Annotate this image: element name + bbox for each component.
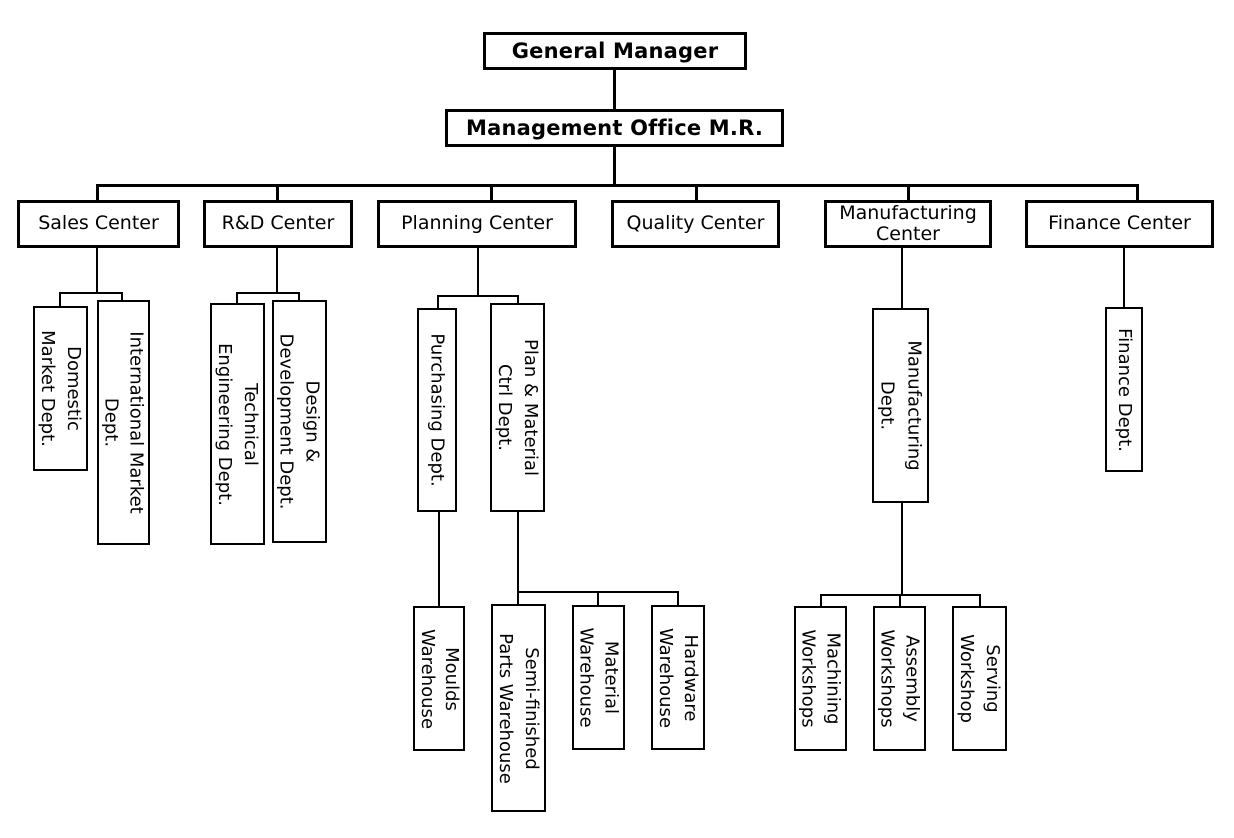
connector-sales-to-domestic bbox=[59, 292, 61, 307]
node-machining-workshops-label: Machining Workshops bbox=[798, 629, 845, 728]
node-rd-center-label: R&D Center bbox=[221, 212, 335, 235]
node-moulds-warehouse[interactable]: Moulds Warehouse bbox=[413, 606, 465, 751]
node-management-office-label: Management Office M.R. bbox=[465, 116, 764, 140]
connector-planning-bus bbox=[437, 295, 519, 297]
connector-bus-to-rd bbox=[276, 184, 279, 201]
node-quality-center[interactable]: Quality Center bbox=[611, 200, 780, 248]
connector-plan-material-stem bbox=[517, 512, 519, 592]
connector-sales-bus bbox=[59, 292, 123, 294]
connector-centers-bus bbox=[96, 184, 1138, 187]
node-sales-center-label: Sales Center bbox=[38, 212, 159, 235]
node-finance-dept-label: Finance Dept. bbox=[1114, 327, 1136, 452]
node-international-market-dept[interactable]: International Market Dept. bbox=[97, 300, 150, 545]
node-manufacturing-dept[interactable]: Manufacturing Dept. bbox=[872, 308, 929, 503]
node-technical-engineering-dept[interactable]: Technical Engineering Dept. bbox=[210, 303, 265, 545]
node-assembly-workshops[interactable]: Assembly Workshops bbox=[873, 606, 926, 751]
connector-bus-to-semi-finished bbox=[517, 591, 519, 605]
node-plan-material-ctrl-dept-label: Plan & Material Ctrl Dept. bbox=[494, 339, 542, 476]
connector-bus-to-quality bbox=[695, 184, 698, 201]
node-international-market-dept-label: International Market Dept. bbox=[101, 331, 148, 514]
connector-bus-to-machining bbox=[820, 594, 822, 606]
connector-sales-stem bbox=[96, 248, 98, 293]
node-moulds-warehouse-label: Moulds Warehouse bbox=[417, 628, 463, 729]
connector-planning-to-plan-material bbox=[517, 295, 519, 304]
node-sales-center[interactable]: Sales Center bbox=[17, 200, 180, 248]
connector-rd-bus bbox=[236, 292, 300, 294]
connector-rd-to-design bbox=[298, 292, 300, 301]
node-quality-center-label: Quality Center bbox=[626, 212, 765, 235]
connector-planning-to-purchasing bbox=[437, 295, 439, 309]
connector-mo-stem bbox=[613, 147, 616, 185]
connector-finance-center-stem bbox=[1123, 248, 1125, 307]
node-purchasing-dept[interactable]: Purchasing Dept. bbox=[417, 308, 457, 512]
connector-rd-to-technical bbox=[236, 292, 238, 304]
connector-bus-to-material bbox=[597, 591, 599, 605]
connector-planning-stem bbox=[477, 248, 479, 296]
node-planning-center-label: Planning Center bbox=[401, 212, 553, 235]
node-rd-center[interactable]: R&D Center bbox=[203, 200, 353, 248]
node-manufacturing-center[interactable]: Manufacturing Center bbox=[824, 200, 992, 248]
node-finance-center-label: Finance Center bbox=[1048, 212, 1191, 235]
connector-bus-to-planning bbox=[490, 184, 493, 201]
node-planning-center[interactable]: Planning Center bbox=[377, 200, 577, 248]
node-general-manager[interactable]: General Manager bbox=[483, 32, 747, 70]
connector-bus-to-hardware bbox=[677, 591, 679, 605]
node-finance-center[interactable]: Finance Center bbox=[1025, 200, 1214, 248]
connector-gm-to-mo bbox=[613, 70, 616, 109]
connector-purchasing-to-moulds bbox=[438, 512, 440, 606]
connector-bus-to-serving bbox=[979, 594, 981, 606]
connector-sales-to-international bbox=[121, 292, 123, 301]
node-serving-workshop[interactable]: Serving Workshop bbox=[952, 606, 1007, 751]
node-serving-workshop-label: Serving Workshop bbox=[956, 634, 1004, 723]
node-machining-workshops[interactable]: Machining Workshops bbox=[794, 606, 847, 751]
node-purchasing-dept-label: Purchasing Dept. bbox=[427, 333, 448, 487]
node-finance-dept[interactable]: Finance Dept. bbox=[1105, 307, 1143, 472]
connector-manufacturing-dept-stem bbox=[901, 503, 903, 595]
node-assembly-workshops-label: Assembly Workshops bbox=[877, 629, 924, 728]
connector-bus-to-assembly bbox=[899, 594, 901, 606]
node-plan-material-ctrl-dept[interactable]: Plan & Material Ctrl Dept. bbox=[490, 303, 545, 512]
node-general-manager-label: General Manager bbox=[511, 39, 719, 63]
node-hardware-warehouse-label: Hardware Warehouse bbox=[655, 627, 702, 728]
node-design-development-dept[interactable]: Design & Development Dept. bbox=[272, 300, 327, 543]
node-hardware-warehouse[interactable]: Hardware Warehouse bbox=[651, 605, 705, 750]
node-domestic-market-dept-label: Domestic Market Dept. bbox=[37, 330, 85, 447]
node-manufacturing-center-label: Manufacturing Center bbox=[839, 201, 977, 245]
node-management-office[interactable]: Management Office M.R. bbox=[445, 109, 784, 147]
connector-bus-to-finance bbox=[1136, 184, 1139, 201]
node-material-warehouse[interactable]: Material Warehouse bbox=[572, 605, 625, 750]
node-technical-engineering-dept-label: Technical Engineering Dept. bbox=[214, 342, 262, 506]
connector-manufacturing-center-stem bbox=[901, 248, 903, 308]
node-manufacturing-dept-label: Manufacturing Dept. bbox=[877, 340, 926, 471]
node-semi-finished-parts-warehouse-label: Semi-finished Parts Warehouse bbox=[495, 632, 543, 784]
node-domestic-market-dept[interactable]: Domestic Market Dept. bbox=[33, 306, 88, 471]
node-design-development-dept-label: Design & Development Dept. bbox=[276, 333, 324, 510]
connector-rd-stem bbox=[276, 248, 278, 293]
connector-bus-to-sales bbox=[96, 184, 99, 201]
node-material-warehouse-label: Material Warehouse bbox=[576, 627, 623, 728]
node-semi-finished-parts-warehouse[interactable]: Semi-finished Parts Warehouse bbox=[491, 604, 546, 812]
connector-bus-to-manufacturing bbox=[907, 184, 910, 201]
